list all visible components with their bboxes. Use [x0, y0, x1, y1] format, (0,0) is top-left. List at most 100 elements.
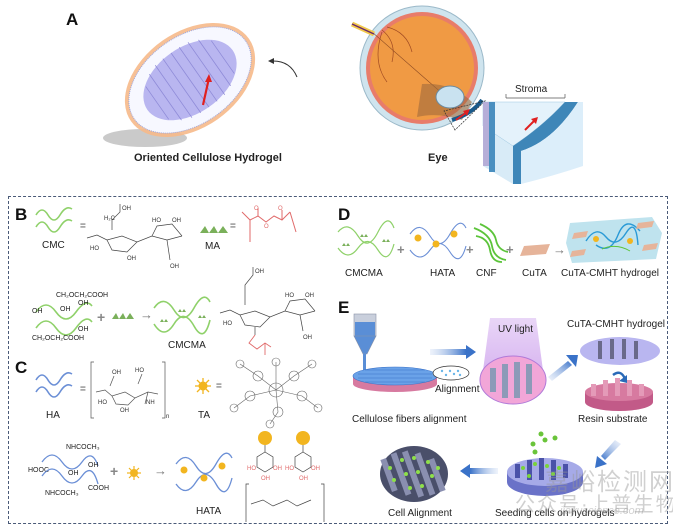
e-resin-substrate	[585, 378, 653, 411]
ta-sun-icon	[195, 378, 211, 394]
cmcma-chain-icon	[153, 296, 211, 335]
ha-reactant-chain	[41, 454, 99, 485]
stroma-label: Stroma	[515, 84, 548, 95]
equals-sign-ma: =	[230, 221, 236, 232]
e-seeding-dish	[507, 431, 583, 496]
plus-sign-d1: +	[397, 242, 405, 257]
cmc-chain-icon	[35, 207, 73, 233]
panels-b-to-e-frame	[8, 196, 668, 524]
cmc-substituent-1: CH₂OCH₂COOH	[56, 292, 109, 299]
ha-substituent-4: OH	[68, 470, 79, 477]
svg-text:O: O	[278, 206, 283, 212]
cmc-substituent-6: CH₂OCH₂COOH	[32, 335, 85, 342]
plus-sign-b: +	[97, 309, 106, 325]
ma-reactant-icon	[112, 313, 134, 319]
svg-text:OH: OH	[255, 269, 264, 275]
ha-chain-icon	[35, 372, 73, 398]
d-cmcma-icon	[337, 220, 395, 258]
e-flip-arrow-icon	[612, 371, 627, 383]
plus-sign-c: +	[110, 463, 119, 479]
d-cuta-icon	[520, 244, 550, 256]
e-label-hydrogel: CuTA-CMHT hydrogel	[567, 319, 665, 330]
cmc-label: CMC	[42, 240, 65, 251]
ma-structure: O O O	[241, 206, 297, 242]
svg-text:O: O	[264, 224, 269, 230]
e-syringe-dish	[352, 313, 438, 392]
e-arrow-2	[548, 355, 578, 381]
svg-text:HO: HO	[285, 466, 294, 472]
equals-sign: =	[80, 221, 86, 232]
ha-substituent-2: HOOC	[28, 467, 49, 474]
equals-sign-ha: =	[80, 384, 86, 395]
e-label-alignment: Alignment	[435, 384, 480, 395]
hata-label: HATA	[196, 506, 222, 517]
d-hata-icon	[409, 222, 467, 260]
panel-d-letter: D	[338, 205, 351, 224]
svg-text:OH: OH	[273, 466, 282, 472]
d-label-hydrogel: CuTA-CMHT hydrogel	[561, 268, 659, 279]
reaction-arrow-c: →	[154, 463, 167, 478]
svg-text:HO: HO	[247, 466, 256, 472]
d-label-cuta: CuTA	[522, 268, 547, 279]
e-arrow-1	[430, 345, 476, 359]
e-arrow-4	[460, 464, 498, 478]
plus-sign-d2: +	[466, 242, 474, 257]
watermark-url: jiayuscience.com	[560, 505, 644, 517]
oriented-hydrogel-illustration	[103, 22, 256, 147]
ta-structure	[229, 357, 323, 429]
ma-triangles-icon	[200, 226, 228, 233]
svg-text:OH: OH	[311, 466, 320, 472]
panel-e-letter: E	[338, 298, 350, 317]
e-arrow-3	[595, 440, 621, 468]
ta-label: TA	[198, 410, 211, 421]
eye-label: Eye	[428, 152, 448, 164]
panel-a-letter: A	[66, 10, 79, 29]
svg-text:HO: HO	[98, 400, 107, 406]
ha-substituent-6: COOH	[88, 485, 109, 492]
svg-text:OH: OH	[120, 408, 129, 414]
svg-text:OH: OH	[305, 293, 314, 299]
cmc-reactant-chain	[35, 302, 93, 336]
svg-text:OH: OH	[299, 476, 308, 482]
ha-substituent-1: NHCOCH₃	[66, 444, 100, 451]
panel-c-letter: C	[15, 358, 28, 377]
curved-arrow-icon	[268, 58, 298, 78]
svg-text:HO: HO	[285, 293, 294, 299]
svg-text:n: n	[166, 414, 169, 420]
orientation-arrow	[201, 77, 211, 106]
cornea-stroma-block	[482, 94, 583, 184]
svg-text:OH: OH	[122, 206, 131, 212]
e-label-seeding: Seeding cells on hydrogels	[495, 508, 615, 519]
cmcma-label: CMCMA	[168, 340, 206, 351]
cmcma-structure: OH HO HO OH OH	[219, 267, 316, 355]
ha-label: HA	[46, 410, 60, 421]
svg-text:OH: OH	[303, 335, 312, 341]
d-label-hata: HATA	[430, 268, 456, 279]
reaction-arrow-b: →	[140, 307, 153, 322]
d-hydrogel-icon	[566, 217, 662, 263]
d-cnf-icon	[473, 223, 509, 263]
ta-reactant-sun-icon	[127, 466, 141, 480]
panel-b-letter: B	[15, 205, 28, 224]
e-label-cell-alignment: Cell Alignment	[388, 508, 452, 519]
reaction-arrow-d: →	[553, 242, 566, 257]
e-label-uv: UV light	[498, 324, 534, 335]
svg-text:OH: OH	[170, 264, 179, 270]
ha-substituent-3: OH	[88, 462, 99, 469]
watermark-sub: 公众号·上普生物	[515, 494, 673, 516]
e-hydrogel-film	[580, 337, 660, 365]
svg-text:HO: HO	[135, 368, 144, 374]
hata-chain-icon	[175, 452, 233, 493]
svg-text:O: O	[254, 206, 259, 212]
e-label-cellulose: Cellulose fibers alignment	[352, 414, 467, 425]
plus-sign-d3: +	[506, 242, 514, 257]
svg-text:OH: OH	[127, 256, 136, 262]
ha-substituent-5: NHCOCH₃	[45, 490, 79, 497]
svg-text:NH: NH	[146, 400, 155, 406]
e-alignment-icon	[432, 365, 470, 381]
cmc-substituent-4: OH	[78, 300, 89, 307]
watermark-main: 嘉峪检测网	[545, 469, 673, 496]
svg-text:HO: HO	[223, 321, 232, 327]
